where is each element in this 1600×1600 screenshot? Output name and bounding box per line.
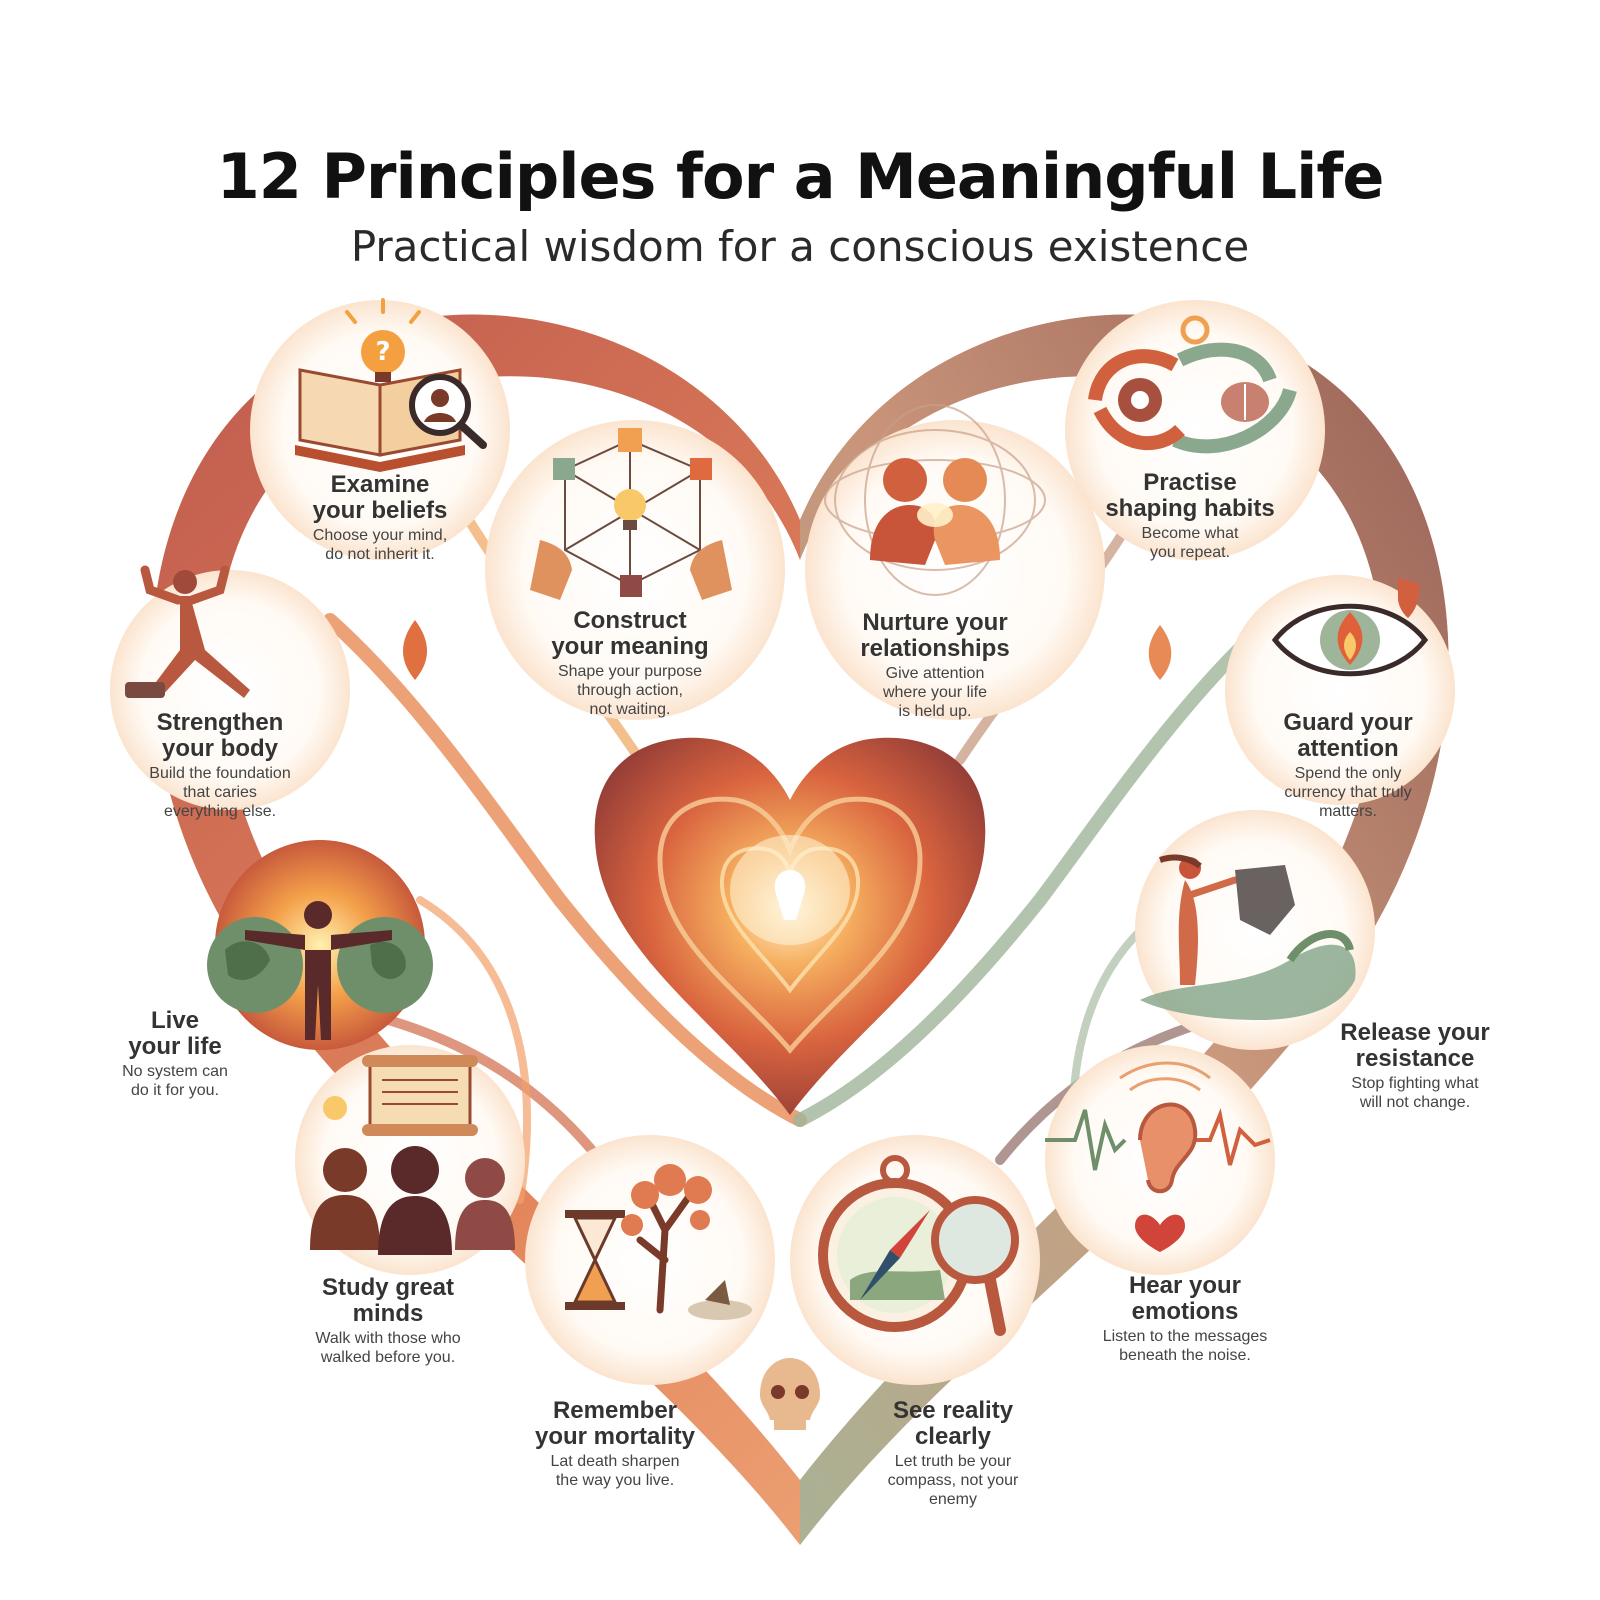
page-subtitle: Practical wisdom for a conscious existen… xyxy=(350,222,1250,271)
principle-guard-attention: Guard your attention Spend the only curr… xyxy=(1228,710,1468,821)
embracing-people-icon xyxy=(824,404,1046,596)
decorative-flame-icon xyxy=(402,620,1172,680)
principle-title: Examine your beliefs xyxy=(312,471,448,524)
principle-description: Become what you repeat. xyxy=(1141,525,1239,561)
principle-remember-mortality: Remember your mortality Lat death sharpe… xyxy=(495,1398,735,1490)
principle-release-resistance: Release your resistance Stop fighting wh… xyxy=(1295,1020,1535,1112)
svg-text:?: ? xyxy=(375,337,390,367)
principle-description: Let truth be your compass, not your enem… xyxy=(887,1453,1019,1508)
book-lightbulb-magnifier-icon: ? xyxy=(295,298,487,472)
principle-title: Hear your emotions xyxy=(1128,1272,1242,1325)
principle-description: Build the foundation that caries everyth… xyxy=(149,765,291,820)
principle-hear-emotions: Hear your emotions Listen to the message… xyxy=(1065,1273,1305,1365)
principle-title: Guard your attention xyxy=(1283,709,1413,762)
flexing-figure-icon xyxy=(125,565,250,698)
scroll-thinkers-icon xyxy=(310,1055,515,1255)
principle-title: Study great minds xyxy=(321,1274,455,1327)
woman-wave-rock-icon xyxy=(1140,854,1356,1020)
principle-description: Give attention where your life is held u… xyxy=(882,665,988,720)
principle-examine-beliefs: Examine your beliefs Choose your mind, d… xyxy=(260,472,500,564)
center-heart-icon xyxy=(594,737,986,1115)
principle-practise-habits: Practise shaping habits Become what you … xyxy=(1070,470,1310,562)
person-globe-sunrise-icon xyxy=(207,840,433,1050)
principle-title: Construct your meaning xyxy=(551,607,709,660)
principle-description: Listen to the messages beneath the noise… xyxy=(1102,1328,1268,1364)
ear-soundwave-heart-icon xyxy=(1045,1061,1271,1252)
principle-description: Choose your mind, do not inherit it. xyxy=(312,527,448,563)
compass-mirror-icon xyxy=(818,1155,1019,1336)
principle-title: Nurture your relationships xyxy=(860,609,1010,662)
hourglass-tree-icon xyxy=(565,1164,752,1320)
principle-title: Practise shaping habits xyxy=(1105,469,1275,522)
eye-flame-shield-icon xyxy=(1271,578,1429,677)
hands-network-lightbulb-icon xyxy=(530,428,732,600)
principle-description: Stop fighting what will not change. xyxy=(1351,1075,1479,1111)
principle-study-minds: Study great minds Walk with those who wa… xyxy=(268,1275,508,1367)
principle-description: Shape your purpose through action, not w… xyxy=(557,663,703,718)
page-title: 12 Principles for a Meaningful Life xyxy=(216,140,1385,213)
principle-description: Spend the only currency that truly matte… xyxy=(1284,765,1412,820)
principle-construct-meaning: Construct your meaning Shape your purpos… xyxy=(510,608,750,719)
principle-see-reality: See reality clearly Let truth be your co… xyxy=(833,1398,1073,1509)
principle-title: Live your life xyxy=(128,1007,222,1060)
principle-description: Walk with those who walked before you. xyxy=(315,1330,461,1366)
principle-title: See reality clearly xyxy=(892,1397,1014,1450)
principle-title: Release your resistance xyxy=(1340,1019,1490,1072)
principle-live-life: Live your life No system can do it for y… xyxy=(55,1008,295,1100)
principle-nurture-relationships: Nurture your relationships Give attentio… xyxy=(815,610,1055,721)
principle-title: Strengthen your body xyxy=(156,709,284,762)
principle-strengthen-body: Strengthen your body Build the foundatio… xyxy=(100,710,340,821)
gear-brain-cycle-icon xyxy=(1088,315,1297,454)
principle-description: Lat death sharpen the way you live. xyxy=(550,1453,680,1489)
principle-title: Remember your mortality xyxy=(534,1397,696,1450)
principle-description: No system can do it for you. xyxy=(122,1063,228,1099)
skull-icon xyxy=(760,1358,820,1430)
